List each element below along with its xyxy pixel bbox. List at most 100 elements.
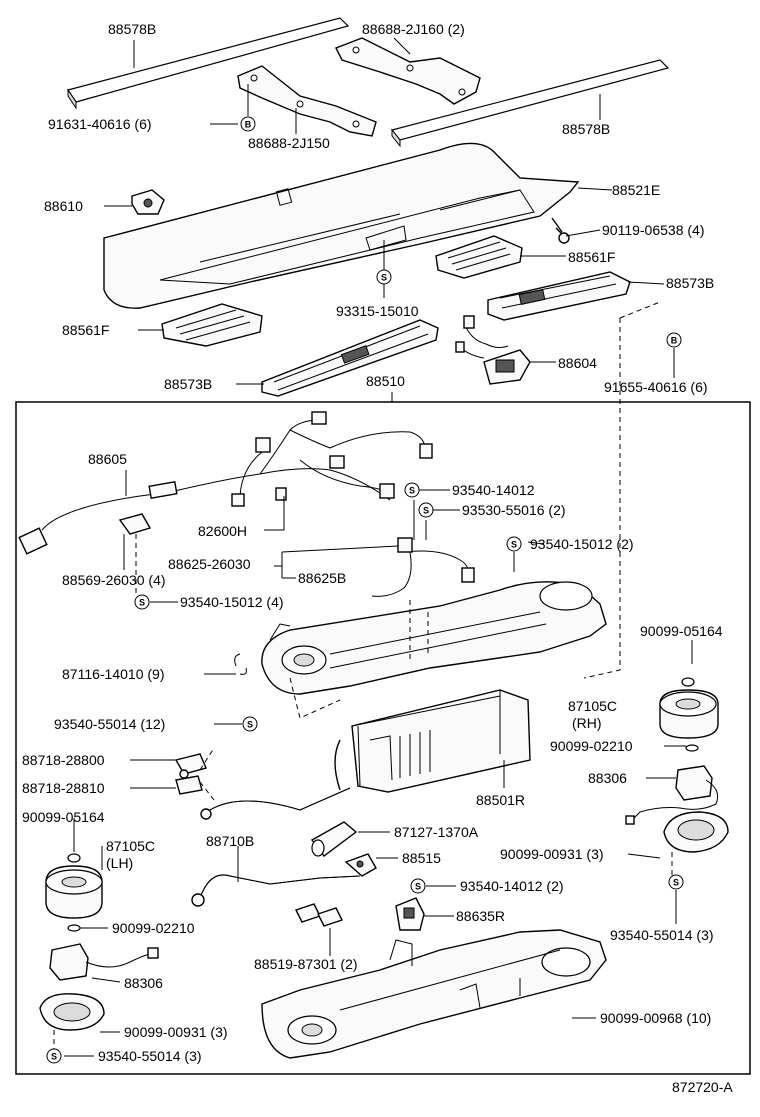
valve-88515 — [344, 853, 377, 877]
strip-88578b-left — [67, 17, 350, 110]
sensor-88625-26030 — [371, 537, 475, 597]
label-88578b-right: 88578B — [562, 121, 610, 137]
label-88610: 88610 — [44, 198, 83, 214]
label-88635r: 88635R — [456, 908, 505, 924]
marker-s-93315: S — [376, 269, 392, 285]
label-88710b: 88710B — [206, 833, 254, 849]
harness-88605 — [18, 411, 433, 555]
svg-text:S: S — [247, 720, 253, 730]
label-88625-26030: 88625-26030 — [168, 556, 251, 572]
part-labels: 88578B 88688-2J160 (2) 91631-40616 (6) 8… — [22, 21, 733, 1095]
leader-lines — [64, 37, 693, 1057]
label-rh: (RH) — [572, 715, 602, 731]
marker-s-93540-15012-2: S — [506, 536, 522, 552]
label-90119-06538: 90119-06538 (4) — [602, 222, 704, 238]
label-82600h: 82600H — [198, 523, 247, 539]
label-93540-55014-r: 93540-55014 (3) — [610, 927, 714, 943]
vent-88561f-right — [435, 235, 523, 279]
vent-88573b-right — [487, 271, 631, 321]
label-lh: (LH) — [106, 855, 133, 871]
marker-s-93540-55014-r: S — [668, 874, 684, 890]
label-90099-05164-l: 90099-05164 — [22, 809, 105, 825]
washer-90099-02210-l — [67, 924, 81, 932]
label-90099-00968: 90099-00968 (10) — [600, 1010, 711, 1026]
label-91631-40616: 91631-40616 (6) — [48, 116, 152, 132]
svg-text:B: B — [245, 120, 252, 130]
vent-88573b-left — [261, 319, 439, 397]
marker-s-93540-55014-l: S — [46, 1048, 62, 1064]
hose-87127-1370a — [310, 821, 358, 857]
vent-88561f-left — [161, 303, 263, 347]
fan-87105c-rh — [659, 677, 719, 739]
label-93540-55014-12: 93540-55014 (12) — [54, 716, 165, 732]
part-88635r — [395, 897, 425, 931]
housing-lower — [261, 929, 607, 1059]
label-91655-40616: 91655-40616 (6) — [604, 379, 708, 395]
marker-s-93540-15012-4: S — [134, 594, 150, 610]
marker-b-right: B — [666, 332, 682, 348]
label-88718-28800: 88718-28800 — [22, 752, 105, 768]
leader-dashed-91655 — [583, 301, 661, 679]
label-88519-87301: 88519-87301 (2) — [254, 956, 358, 972]
clip-88610 — [131, 189, 165, 215]
diagram-id: 872720-A — [672, 1079, 733, 1095]
svg-text:B: B — [671, 336, 678, 346]
marker-s-93540-55014-12: S — [242, 716, 258, 732]
bracket-88688-2j150 — [237, 65, 377, 137]
circle-markers: B S B S S S S S S S S — [46, 116, 684, 1064]
motor-88306-l — [49, 943, 159, 981]
clip-88519-87301 — [295, 903, 343, 927]
label-93540-15012-2: 93540-15012 (2) — [530, 536, 634, 552]
label-88306-l: 88306 — [124, 975, 163, 991]
cover-l — [39, 993, 105, 1031]
bracket-88688-2j160 — [335, 37, 481, 105]
fan-87105c-lh — [45, 853, 103, 919]
pipe-assembly — [174, 747, 351, 820]
label-88604: 88604 — [558, 355, 597, 371]
label-88510: 88510 — [366, 373, 405, 389]
motor-88306-r — [625, 765, 719, 825]
label-93315-15010: 93315-15010 — [336, 303, 419, 319]
label-93530-55016: 93530-55016 (2) — [462, 502, 566, 518]
marker-b-top: B — [240, 116, 256, 132]
label-88688-2j160: 88688-2J160 (2) — [362, 21, 465, 37]
label-87105c-rh: 87105C — [568, 698, 617, 714]
svg-text:S: S — [51, 1052, 57, 1062]
label-88625b: 88625B — [298, 570, 346, 586]
svg-text:S: S — [415, 882, 421, 892]
marker-s-93540-14012: S — [404, 482, 420, 498]
core-88501r — [334, 689, 531, 793]
label-88688-2j150: 88688-2J150 — [248, 135, 330, 151]
label-88605: 88605 — [88, 451, 127, 467]
label-88521e: 88521E — [612, 182, 660, 198]
strip-88578b-right — [390, 59, 670, 148]
bracket-88569-26030 — [118, 513, 152, 596]
svg-text:S: S — [673, 878, 679, 888]
label-87116-14010: 87116-14010 (9) — [62, 666, 164, 682]
label-88561f-left: 88561F — [62, 322, 109, 338]
label-88718-28810: 88718-28810 — [22, 780, 105, 796]
marker-s-93530: S — [418, 502, 434, 518]
housing-upper — [261, 581, 607, 719]
marker-s-93540-14012-2: S — [410, 878, 426, 894]
label-93540-14012-a: 93540-14012 — [452, 482, 535, 498]
label-90099-00931-r: 90099-00931 (3) — [500, 846, 604, 862]
washer-90099-02210-r — [685, 744, 699, 752]
clip-87116-14010 — [234, 653, 247, 675]
svg-text:S: S — [423, 506, 429, 516]
label-93540-55014-l: 93540-55014 (3) — [98, 1048, 202, 1064]
label-88501r: 88501R — [476, 792, 525, 808]
label-90099-02210-l: 90099-02210 — [112, 920, 195, 936]
label-88573b-left: 88573B — [164, 376, 212, 392]
label-93540-15012-4: 93540-15012 (4) — [180, 594, 284, 610]
svg-text:S: S — [139, 598, 145, 608]
label-88569-26030: 88569-26030 (4) — [62, 572, 166, 588]
switch-88604 — [455, 315, 531, 385]
label-88573b-right: 88573B — [666, 275, 714, 291]
assembly-box — [15, 401, 751, 1075]
svg-text:S: S — [511, 540, 517, 550]
screw-90119-06538 — [551, 217, 570, 244]
pipe-88710b — [191, 874, 361, 907]
